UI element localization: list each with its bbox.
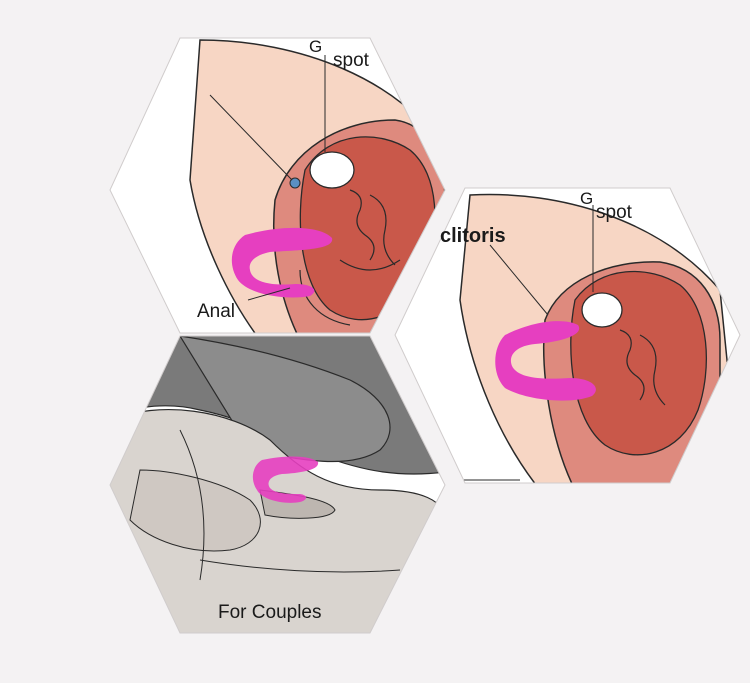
hexagon-outline-top: [109, 37, 446, 334]
toy-shape-right: [495, 321, 596, 401]
hexagon-couples: [110, 336, 445, 633]
toy-shape-top: [231, 227, 333, 298]
clitoris-label: clitoris: [440, 225, 506, 247]
hexagon-anatomy-top: [110, 38, 445, 333]
hexagon-anatomy-right: [395, 188, 740, 483]
g-label-top: G: [309, 37, 323, 56]
spot-label-right: spot: [596, 202, 632, 223]
toy-shape-couples: [252, 456, 319, 503]
spot-label-top: spot: [333, 50, 369, 71]
for-couples-label: For Couples: [218, 602, 322, 623]
hexagon-outline-right: [394, 187, 741, 484]
anal-label: Anal: [197, 301, 236, 322]
hexagon-outline-couples: [109, 335, 446, 634]
g-label-right: G: [580, 189, 594, 208]
